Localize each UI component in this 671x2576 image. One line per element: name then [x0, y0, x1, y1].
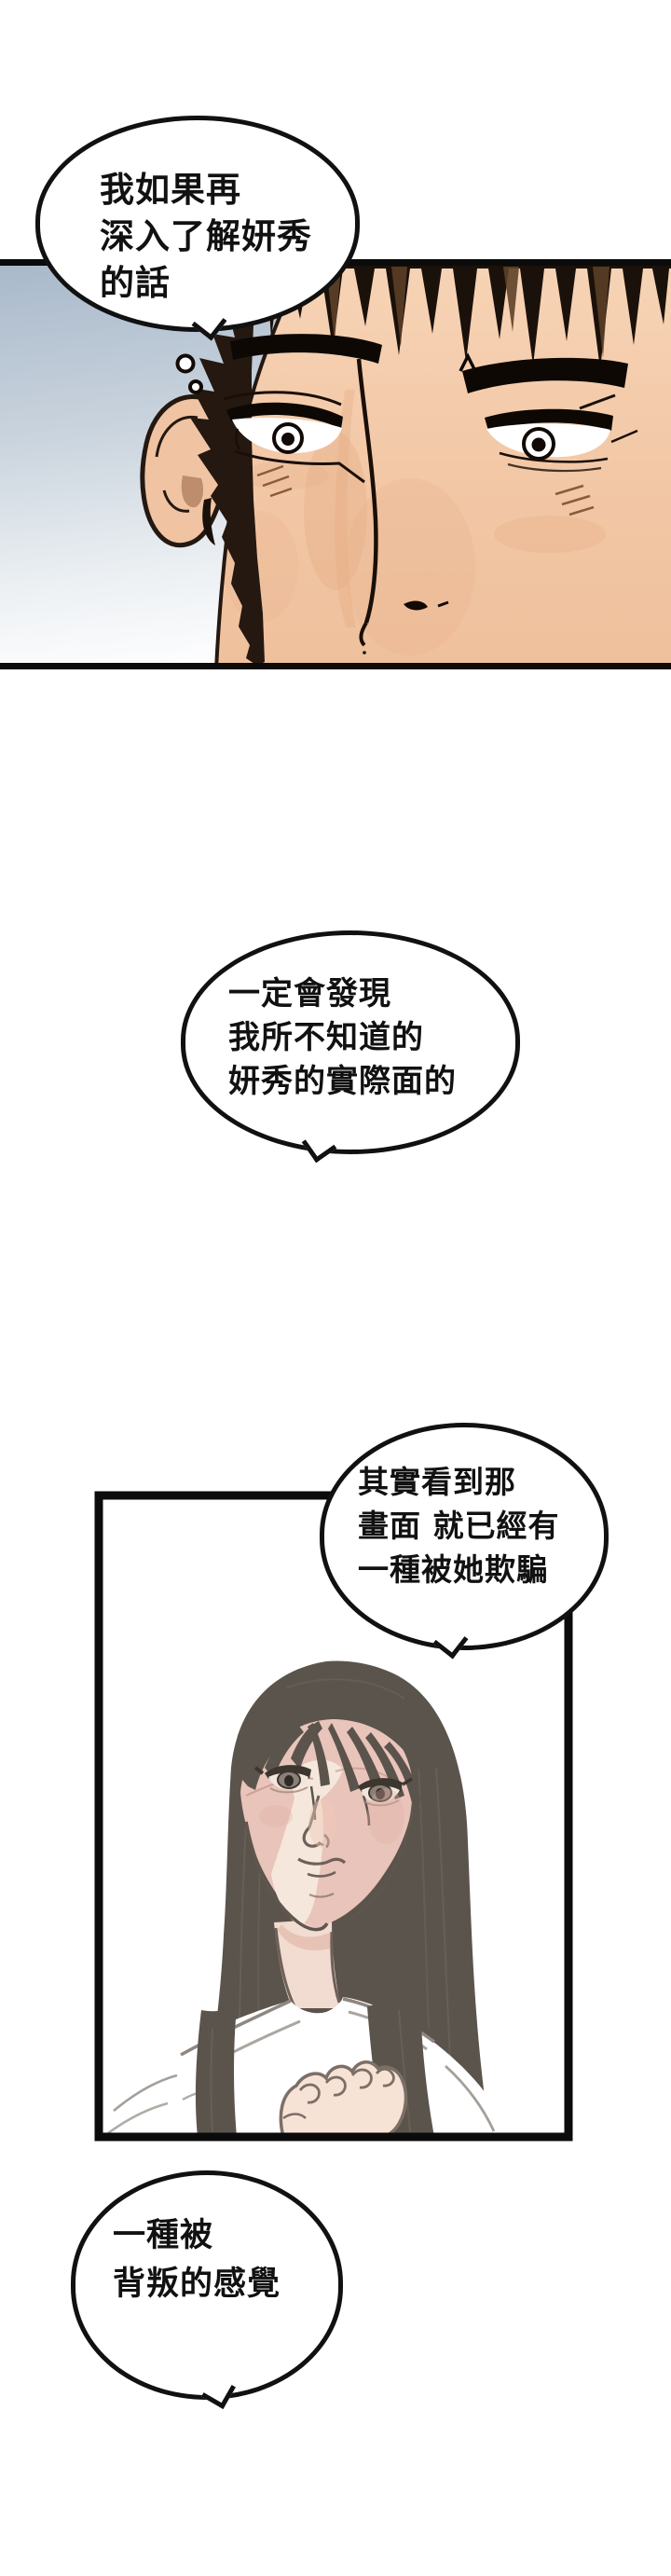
speech-line: 其實看到那 — [358, 1464, 516, 1500]
speech-line: 深入了解妍秀 — [100, 216, 312, 256]
hair-strand-left — [195, 2006, 237, 2137]
speech-bubble-2: 一定會發現 我所不知道的 妍秀的實際面的 — [181, 930, 520, 1154]
speech-line: 我所不知道的 — [228, 1019, 424, 1056]
earring-stud — [175, 353, 196, 374]
blush-strokes — [256, 464, 595, 517]
hair-fringe — [267, 264, 671, 369]
speech-line: 一種被她欺騙 — [358, 1551, 548, 1588]
neck — [274, 1919, 341, 2008]
fist — [279, 2060, 408, 2139]
speech-line: 我如果再 — [100, 170, 241, 210]
speech-line: 一種被 — [113, 2217, 214, 2254]
panel-1-man-closeup — [0, 259, 671, 669]
left-eye — [223, 391, 365, 484]
woman-nose — [302, 1795, 330, 1848]
speech-bubble-4: 一種被 背叛的感覺 — [71, 2170, 343, 2400]
nose — [356, 358, 449, 654]
right-eyebrow — [462, 357, 628, 393]
speech-bubble-1: 我如果再 深入了解妍秀 的話 — [35, 116, 360, 332]
speech-line: 一定會發現 — [228, 975, 391, 1012]
speech-line: 妍秀的實際面的 — [228, 1063, 457, 1100]
left-eyebrow — [230, 334, 382, 364]
woman-mouth — [297, 1857, 347, 1898]
speech-line: 的話 — [100, 263, 171, 303]
man-face-illustration — [140, 264, 671, 669]
woman-illustration — [103, 1660, 513, 2139]
panel1-bottom-border — [0, 663, 671, 669]
speech-line: 畫面 就已經有 — [358, 1508, 560, 1544]
speech-bubble-3: 其實看到那 畫面 就已經有 一種被她欺騙 — [320, 1423, 609, 1650]
earring-stud — [188, 379, 203, 394]
speech-line: 背叛的感覺 — [113, 2266, 281, 2303]
woman-right-eye — [358, 1777, 413, 1807]
woman-left-eye — [253, 1765, 311, 1794]
right-eye — [485, 393, 638, 473]
